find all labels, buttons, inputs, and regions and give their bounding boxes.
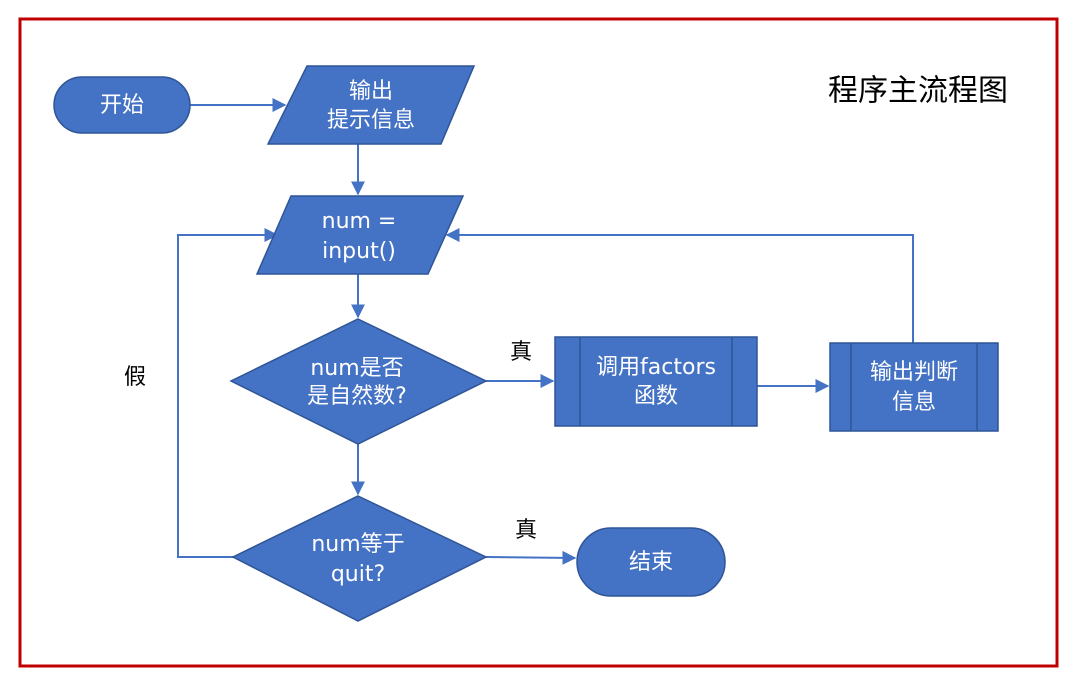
node-decision-quit: num等于 quit? xyxy=(231,495,488,622)
node-start: 开始 xyxy=(53,76,191,134)
edge-label-quit-false: 假 xyxy=(124,365,146,390)
edge-label-natural-true: 真 xyxy=(510,340,532,365)
node-end-label: 结束 xyxy=(629,550,673,575)
node-decision-natural: num是否 是自然数? xyxy=(229,318,488,445)
node-output-judge-line1: 输出判断 xyxy=(870,360,958,385)
diagram-title: 程序主流程图 xyxy=(828,74,1008,109)
node-output-prompt-line2: 提示信息 xyxy=(327,108,415,133)
node-output-prompt: 输出 提示信息 xyxy=(266,65,476,145)
node-decision-natural-line1: num是否 xyxy=(310,356,403,381)
node-decision-natural-line2: 是自然数? xyxy=(307,384,407,409)
edge-quit-to-end xyxy=(485,550,577,565)
node-output-judge: 输出判断 信息 xyxy=(829,342,999,432)
node-call-factors-line2: 函数 xyxy=(634,384,678,409)
edges xyxy=(177,98,914,565)
node-input-line1: num = xyxy=(322,209,397,234)
edge-quit-false-loop-back xyxy=(177,228,279,558)
node-decision-quit-line2: quit? xyxy=(331,562,385,587)
node-input: num = input() xyxy=(255,195,465,275)
node-call-factors-line1: 调用factors xyxy=(596,355,716,380)
edge-judge-loop-back xyxy=(445,228,914,343)
diagram-frame xyxy=(18,17,1059,668)
node-call-factors: 调用factors 函数 xyxy=(554,336,758,427)
node-end: 结束 xyxy=(576,527,726,597)
node-input-line2: input() xyxy=(322,239,396,264)
node-output-judge-line2: 信息 xyxy=(892,390,936,415)
edge-label-quit-true: 真 xyxy=(515,518,537,543)
node-decision-quit-line1: num等于 xyxy=(311,532,404,557)
node-output-prompt-line1: 输出 xyxy=(349,79,393,104)
node-start-label: 开始 xyxy=(100,93,144,118)
